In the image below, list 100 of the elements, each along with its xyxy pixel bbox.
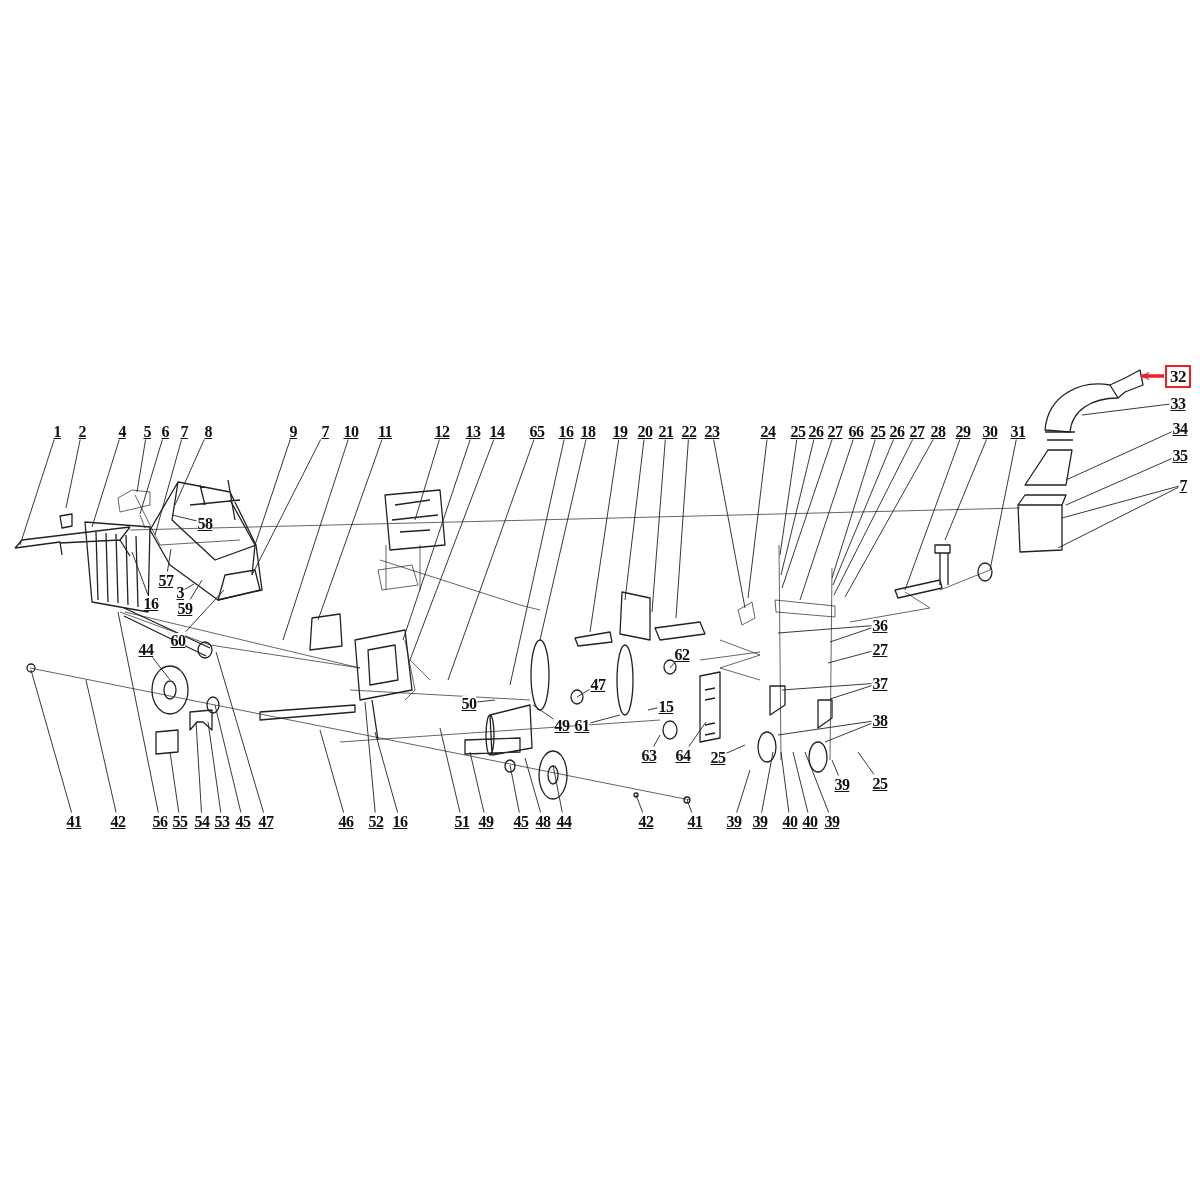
leader-line	[532, 704, 554, 720]
callout-number: 29	[955, 423, 971, 439]
callout-number: 60	[170, 632, 186, 648]
leader-line	[651, 439, 666, 613]
callout-number: 59	[177, 600, 193, 616]
callout-number: 56	[152, 813, 168, 829]
callout-number: 30	[982, 423, 998, 439]
callout-number: 40	[782, 813, 798, 829]
leader-line	[675, 439, 689, 619]
callout-number: 7	[180, 423, 188, 439]
callout-number: 2	[78, 423, 86, 439]
leader-line	[647, 707, 658, 711]
callout-number: 25	[870, 423, 886, 439]
callout-number: 16	[143, 595, 159, 611]
leader-line	[792, 751, 809, 813]
callout-number: 26	[889, 423, 905, 439]
callout-number: 35	[1172, 447, 1188, 463]
callout-number: 25	[790, 423, 806, 439]
callout-number: 42	[638, 813, 654, 829]
callout-number: 7	[1179, 477, 1187, 493]
leader-line	[185, 589, 225, 632]
callout-number: 41	[687, 813, 703, 829]
callout-number: 55	[172, 813, 188, 829]
leader-line	[439, 727, 461, 813]
callout-number: 8	[204, 423, 212, 439]
callout-number: 27	[827, 423, 843, 439]
leader-line	[831, 439, 876, 579]
leader-line	[139, 439, 163, 515]
callout-number: 13	[465, 423, 481, 439]
callout-number: 20	[637, 423, 653, 439]
callout-number: 53	[214, 813, 230, 829]
leader-line	[686, 799, 693, 813]
leader-line	[317, 439, 383, 621]
callout-number: 6	[161, 423, 169, 439]
leader-line	[1061, 485, 1179, 519]
callout-number: 66	[848, 423, 864, 439]
leader-line	[829, 685, 872, 700]
callout-number: 47	[258, 813, 274, 829]
arrow	[1141, 371, 1164, 381]
leader-line	[669, 662, 676, 669]
leader-line	[207, 721, 222, 813]
leader-line	[1065, 431, 1172, 481]
callout-number: 49	[478, 813, 494, 829]
callout-number: 39	[824, 813, 840, 829]
leader-line	[653, 734, 661, 747]
leader-line	[154, 439, 183, 536]
leader-line	[944, 439, 987, 541]
callout-number: 28	[930, 423, 946, 439]
callout-number: 57	[158, 572, 174, 588]
leader-line	[1057, 486, 1179, 549]
callout-number: 33	[1170, 395, 1186, 411]
leader-line	[131, 551, 149, 595]
callout-number: 37	[872, 675, 888, 691]
leader-line	[195, 721, 202, 813]
leader-line	[409, 439, 495, 661]
leader-line	[713, 439, 746, 609]
callout-number: 21	[658, 423, 674, 439]
leader-line	[799, 439, 854, 601]
leader-line	[509, 439, 565, 686]
leader-line	[777, 720, 872, 736]
callout-number: 63	[641, 747, 657, 763]
callout-number: 41	[66, 813, 82, 829]
leader-line	[166, 548, 172, 572]
leader-line	[989, 439, 1017, 571]
callout-number: 24	[760, 423, 776, 439]
callout-number: 45	[235, 813, 251, 829]
leader-line	[1081, 403, 1170, 416]
leader-line	[91, 439, 120, 528]
leader-line	[189, 579, 203, 600]
callout-number: 47	[590, 676, 606, 692]
callout-number: 42	[110, 813, 126, 829]
leader-line	[364, 701, 376, 813]
callout-number: 23	[704, 423, 720, 439]
callout-number: 26	[808, 423, 824, 439]
leader-line	[152, 657, 171, 681]
leader-line	[736, 769, 751, 813]
leader-line	[844, 439, 934, 598]
leader-line	[590, 714, 621, 724]
callout-number: 65	[529, 423, 545, 439]
callout-number: 44	[138, 641, 154, 657]
leader-line	[552, 764, 563, 813]
callout-number: 9	[289, 423, 297, 439]
leader-line	[30, 669, 73, 813]
callout-number: 52	[368, 813, 384, 829]
leader-line	[117, 611, 159, 813]
leader-line	[635, 794, 644, 813]
callout-number: 14	[489, 423, 505, 439]
leader-line	[539, 439, 587, 641]
leader-line	[804, 751, 830, 813]
callout-number: 36	[872, 617, 888, 633]
callout-number: 51	[454, 813, 470, 829]
leader-line	[857, 751, 875, 775]
leader-line	[477, 699, 496, 703]
leader-line	[171, 514, 197, 522]
callout-number: 16	[558, 423, 574, 439]
callout-number: 4	[118, 423, 126, 439]
callout-number: 22	[681, 423, 697, 439]
leader-line	[824, 722, 872, 743]
callout-number: 31	[1010, 423, 1026, 439]
callout-number: 27	[909, 423, 925, 439]
